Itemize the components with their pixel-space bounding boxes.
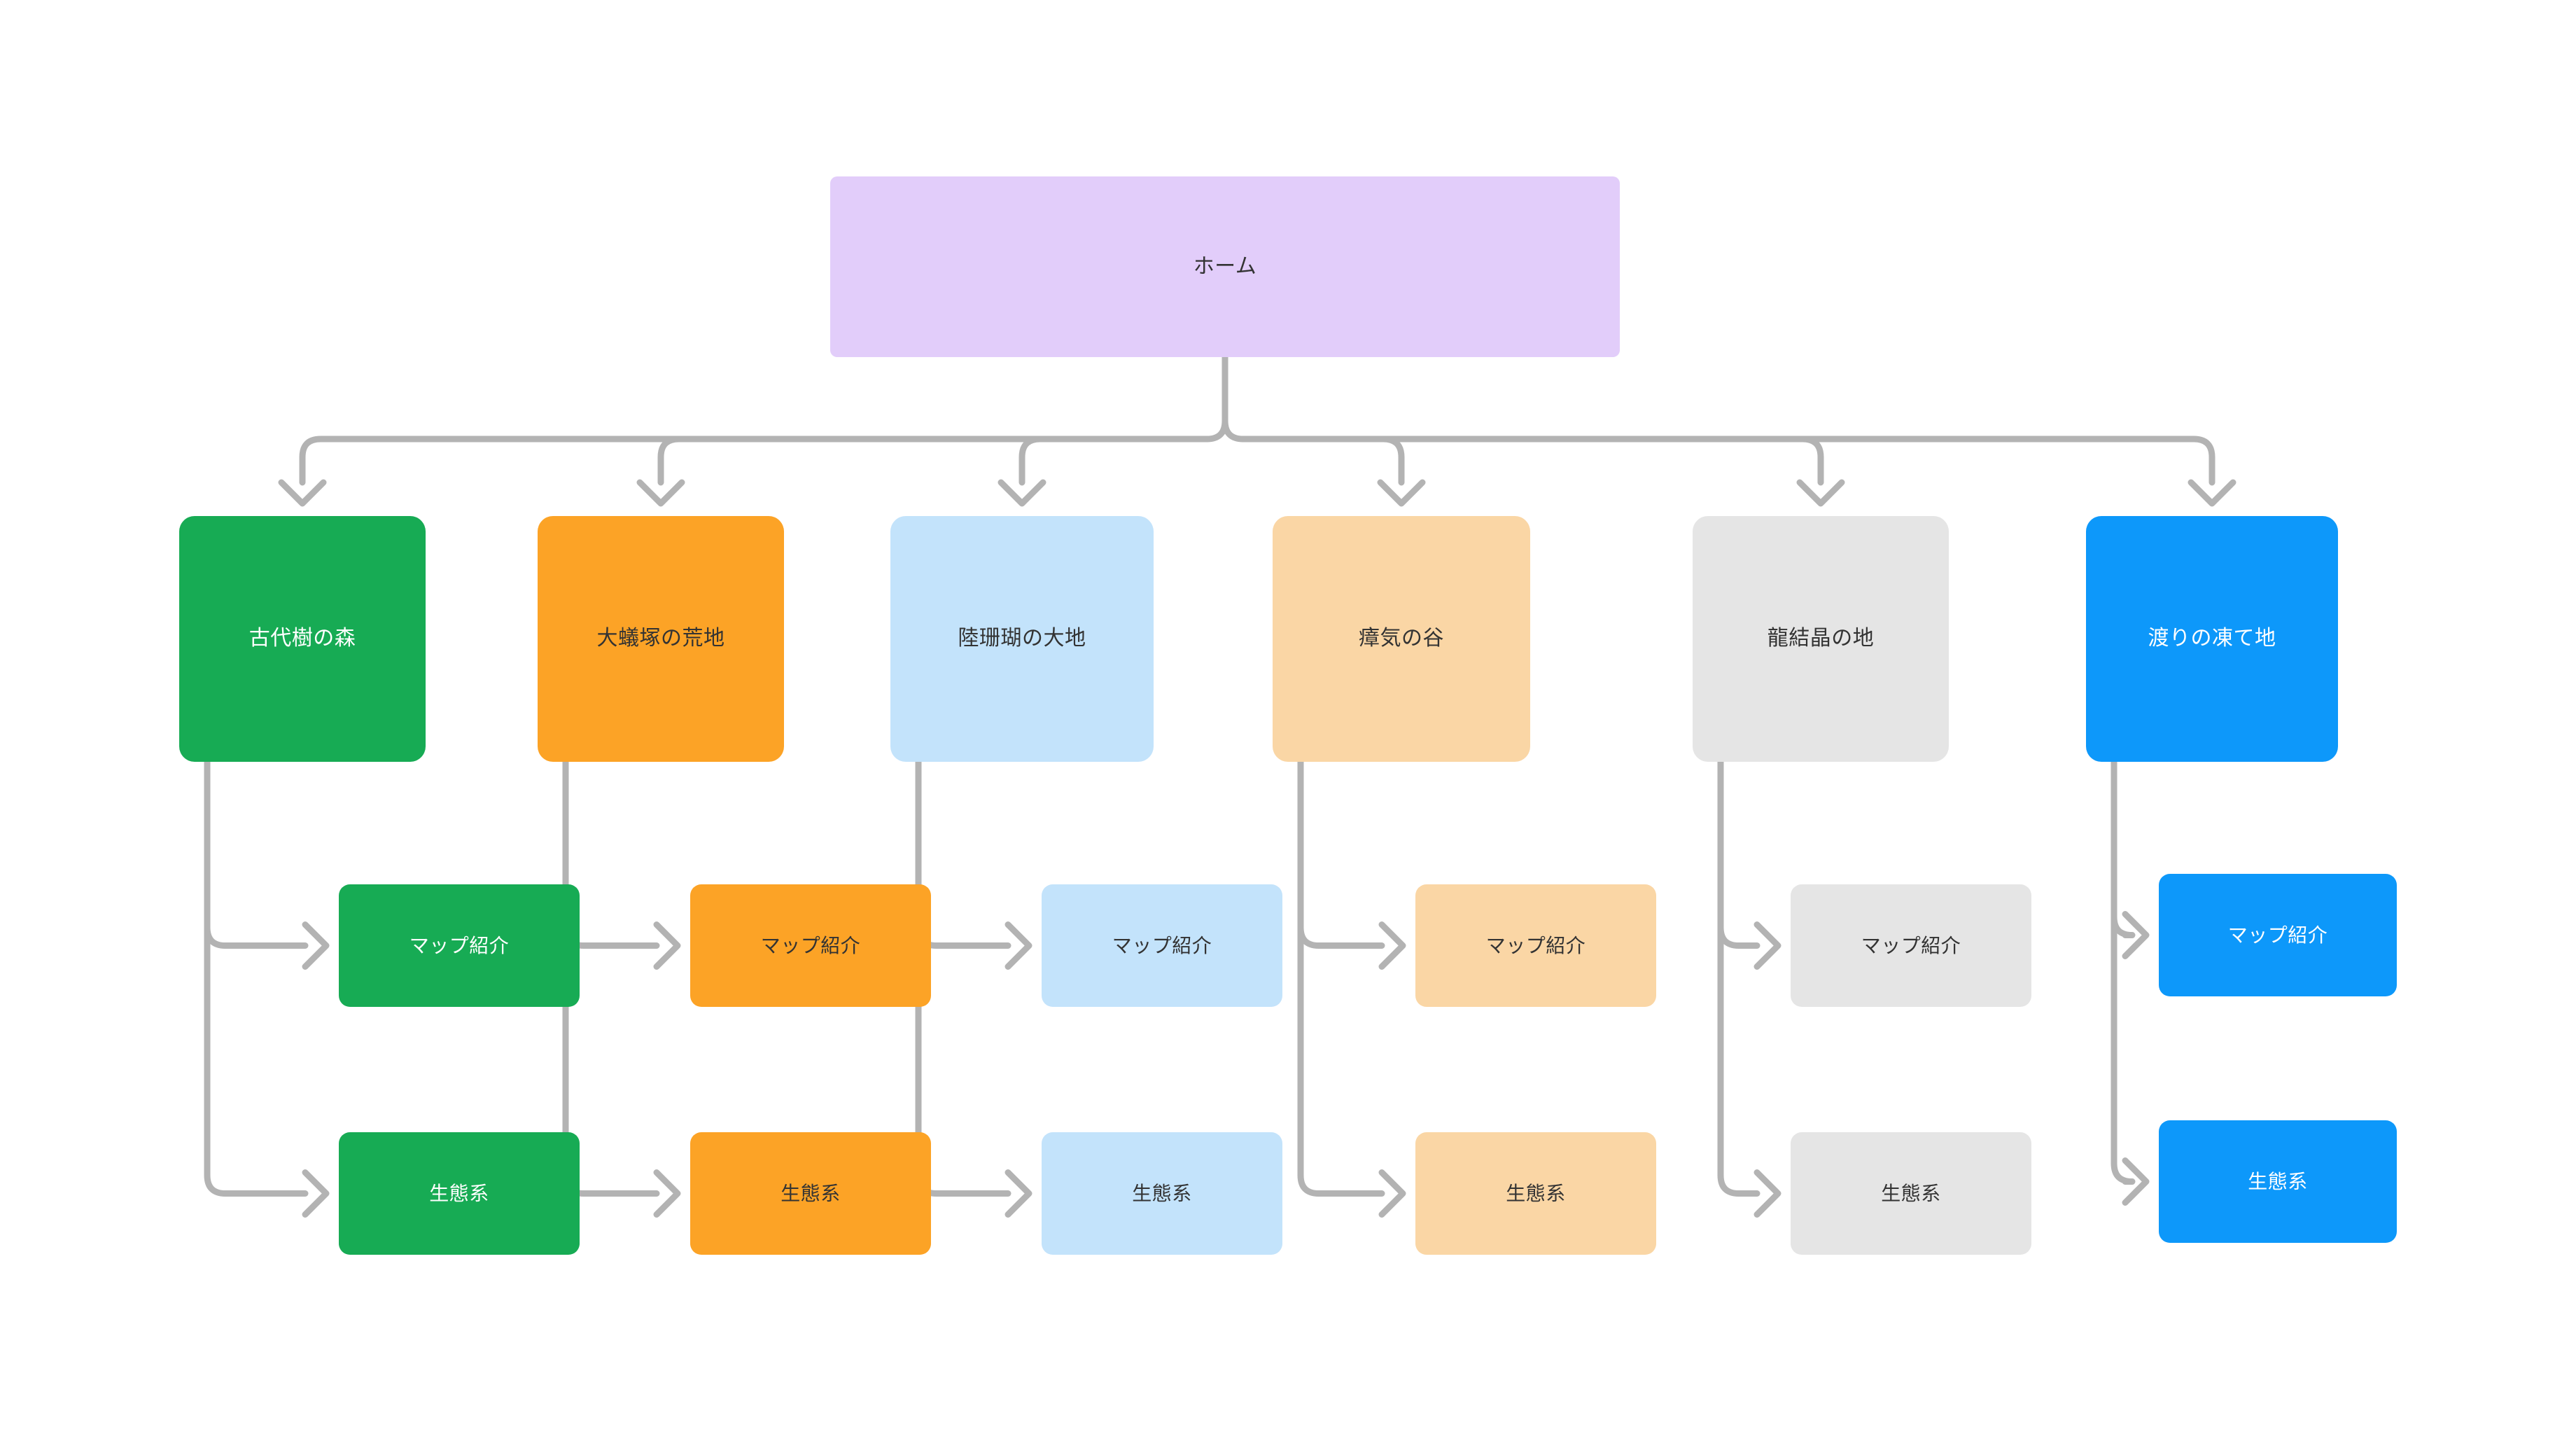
node-area-2-map[interactable]: マップ紹介 xyxy=(690,884,931,1007)
node-area-2[interactable]: 大蟻塚の荒地 xyxy=(538,516,784,762)
node-area-1-map[interactable]: マップ紹介 xyxy=(339,884,580,1007)
node-area-3-ecosystem[interactable]: 生態系 xyxy=(1042,1132,1282,1255)
edge-area-6-to-ecosystem xyxy=(2110,758,2136,1185)
arrowhead-right-area-6-map xyxy=(2122,911,2150,959)
edge-area-5-to-map xyxy=(1717,758,1760,949)
node-area-3-map[interactable]: マップ紹介 xyxy=(1042,884,1282,1007)
node-label: マップ紹介 xyxy=(1112,934,1212,956)
node-label: 生態系 xyxy=(780,1182,841,1204)
node-label: 生態系 xyxy=(1132,1182,1192,1204)
arrowhead-right-area-1-map xyxy=(302,921,330,970)
arrowhead-down-area-2 xyxy=(636,479,685,507)
arrowhead-down-area-3 xyxy=(997,479,1046,507)
node-area-2-ecosystem[interactable]: 生態系 xyxy=(690,1132,931,1255)
edge-root-to-area-6 xyxy=(1240,436,2216,486)
node-label: マップ紹介 xyxy=(1485,934,1586,956)
node-label: マップ紹介 xyxy=(1861,934,1961,956)
arrowhead-down-area-4 xyxy=(1377,479,1426,507)
node-area-4[interactable]: 瘴気の谷 xyxy=(1273,516,1530,762)
node-area-5-map[interactable]: マップ紹介 xyxy=(1791,884,2031,1007)
arrowhead-right-area-2-map xyxy=(653,921,681,970)
arrowhead-right-area-5-map xyxy=(1754,921,1782,970)
node-label: マップ紹介 xyxy=(760,934,861,956)
edge-root-trunk xyxy=(1222,354,1247,443)
node-label: 古代樹の森 xyxy=(248,627,356,650)
edge-area-4-to-map xyxy=(1297,758,1385,949)
node-area-6-ecosystem[interactable]: 生態系 xyxy=(2159,1120,2397,1243)
node-label: マップ紹介 xyxy=(409,934,510,956)
arrowhead-down-area-1 xyxy=(278,479,327,507)
arrowhead-right-area-4-ecosystem xyxy=(1378,1169,1406,1218)
arrowhead-right-area-5-ecosystem xyxy=(1754,1169,1782,1218)
node-area-5-ecosystem[interactable]: 生態系 xyxy=(1791,1132,2031,1255)
node-area-5[interactable]: 龍結晶の地 xyxy=(1693,516,1949,762)
arrowhead-down-area-5 xyxy=(1796,479,1845,507)
node-area-1-ecosystem[interactable]: 生態系 xyxy=(339,1132,580,1255)
node-label: 生態系 xyxy=(1506,1182,1566,1204)
node-label: マップ紹介 xyxy=(2227,924,2328,946)
node-label: 陸珊瑚の大地 xyxy=(958,627,1086,650)
edge-area-1-to-ecosystem xyxy=(204,758,309,1197)
arrowhead-right-area-4-map xyxy=(1378,921,1406,970)
node-label: 生態系 xyxy=(1881,1182,1941,1204)
edge-area-6-to-map xyxy=(2110,758,2136,938)
edge-root-to-area-2 xyxy=(657,436,1210,486)
node-label: ホーム xyxy=(1193,254,1257,278)
edge-area-3-to-map xyxy=(915,758,1011,949)
arrowhead-right-area-3-ecosystem xyxy=(1004,1169,1032,1218)
edge-area-3-to-ecosystem xyxy=(915,758,1011,1197)
edge-root-to-area-5 xyxy=(1240,436,1824,486)
arrowhead-right-area-1-ecosystem xyxy=(302,1169,330,1218)
arrowhead-right-area-3-map xyxy=(1004,921,1032,970)
node-label: 渡りの凍て地 xyxy=(2148,627,2276,650)
node-area-1[interactable]: 古代樹の森 xyxy=(179,516,426,762)
node-area-6[interactable]: 渡りの凍て地 xyxy=(2086,516,2338,762)
node-label: 生態系 xyxy=(429,1182,489,1204)
edge-area-1-to-map xyxy=(204,758,309,949)
edge-area-4-to-ecosystem xyxy=(1297,758,1385,1197)
node-area-4-map[interactable]: マップ紹介 xyxy=(1415,884,1656,1007)
node-label: 大蟻塚の荒地 xyxy=(596,627,725,650)
node-area-3[interactable]: 陸珊瑚の大地 xyxy=(890,516,1154,762)
node-area-6-map[interactable]: マップ紹介 xyxy=(2159,874,2397,996)
node-root-home[interactable]: ホーム xyxy=(830,176,1620,357)
edge-root-to-area-1 xyxy=(299,436,1210,486)
arrowhead-right-area-2-ecosystem xyxy=(653,1169,681,1218)
arrowhead-down-area-6 xyxy=(2188,479,2236,507)
node-label: 生態系 xyxy=(2248,1170,2308,1192)
edge-root-to-area-3 xyxy=(1018,436,1210,486)
node-label: 瘴気の谷 xyxy=(1359,627,1444,650)
node-label: 龍結晶の地 xyxy=(1767,627,1875,650)
node-area-4-ecosystem[interactable]: 生態系 xyxy=(1415,1132,1656,1255)
edge-root-trunk-left xyxy=(1203,417,1228,443)
arrowhead-right-area-6-ecosystem xyxy=(2122,1157,2150,1206)
edge-root-to-area-4 xyxy=(1240,436,1405,486)
edge-area-5-to-ecosystem xyxy=(1717,758,1760,1197)
